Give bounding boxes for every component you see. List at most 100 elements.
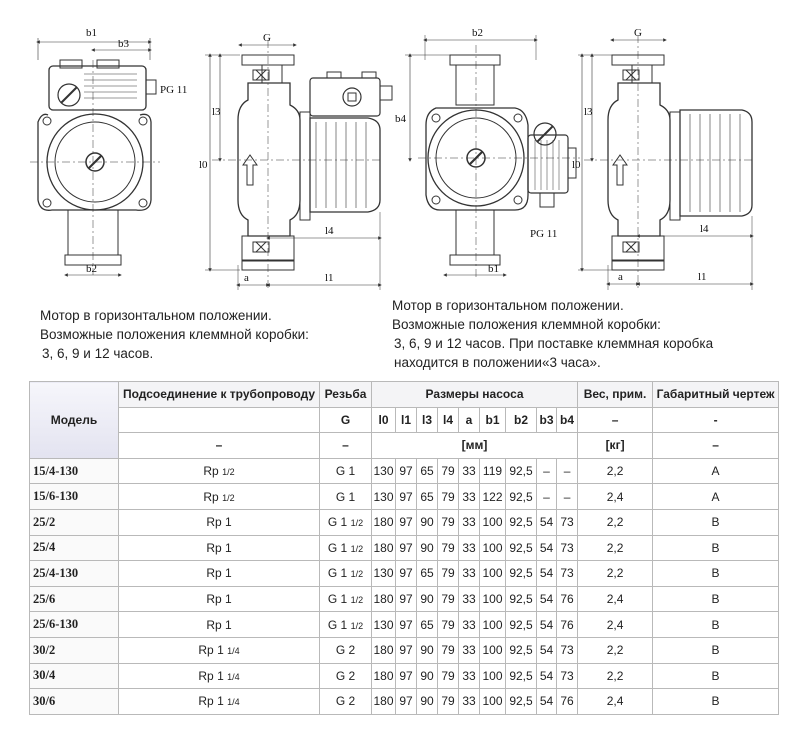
cell-dim-l0: 130 — [371, 483, 396, 510]
dim-label-a-a: a — [244, 272, 249, 284]
cell-thread: G 1 1/2 — [319, 585, 372, 613]
caption-b-line-1: Мотор в горизонтальном положении. — [392, 298, 624, 313]
cell-dim-b3: – — [536, 457, 557, 485]
header-dimensions: Размеры насоса — [370, 381, 579, 408]
cell-dim-b3: 54 — [536, 508, 557, 536]
cell-weight: 2,2 — [577, 508, 654, 536]
cell-dim-l3: 90 — [416, 662, 438, 690]
cell-model: 15/4-130 — [29, 457, 119, 485]
cell-dim-a: 33 — [458, 585, 480, 613]
cell-dim-b3: 54 — [536, 662, 557, 690]
cell-weight: 2,2 — [577, 457, 654, 485]
cell-dim-b3: 54 — [536, 560, 557, 587]
cell-dim-l1: 97 — [395, 611, 417, 638]
cell-dim-l1: 97 — [395, 636, 417, 664]
cell-dim-b2: 92,5 — [505, 611, 537, 638]
cell-weight: 2,2 — [577, 636, 654, 664]
cell-dim-b2: 92,5 — [505, 560, 537, 587]
subheader-b2: b2 — [505, 406, 537, 434]
drawing-a-front — [30, 38, 160, 277]
cell-dim-a: 33 — [458, 508, 480, 536]
subheader-b1: b1 — [479, 406, 506, 434]
cell-dim-l4: 79 — [437, 636, 459, 664]
caption-a-line-3: 3, 6, 9 и 12 часов. — [42, 346, 154, 361]
dim-label-l1-b: l1 — [698, 271, 707, 283]
cell-dim-b3: 54 — [536, 585, 557, 613]
cell-dim-l1: 97 — [395, 457, 417, 485]
dim-label-l4-b: l4 — [700, 223, 709, 235]
dim-label-g-b: G — [634, 27, 642, 39]
cell-connection: Rp 1 — [118, 508, 320, 536]
cell-dim-l4: 79 — [437, 534, 459, 562]
caption-b-line-4: находится в положении«3 часа». — [394, 355, 601, 370]
subheader-b4: b4 — [555, 406, 579, 434]
cell-dim-b4: 73 — [555, 534, 579, 562]
cell-thread: G 1 1/2 — [319, 508, 372, 536]
drawing-a-side — [205, 40, 393, 290]
caption-a-line-1: Мотор в горизонтальном положении. — [40, 308, 272, 323]
cell-dim-l4: 79 — [437, 611, 459, 638]
dim-label-a-b: a — [618, 271, 623, 283]
cell-dim-b3: 54 — [536, 611, 557, 638]
cell-dim-b1: 122 — [479, 483, 506, 510]
cell-dim-l3: 65 — [416, 483, 438, 510]
unit-dimensions: [мм] — [370, 432, 579, 459]
cell-dim-l1: 97 — [395, 534, 417, 562]
pump-drawings: b1 b3 PG 11 G l3 l0 l4 a l1 b2 b2 b4 PG … — [30, 27, 754, 290]
cell-connection: Rp 1 — [118, 534, 320, 562]
header-model: Модель — [29, 381, 119, 459]
cell-thread: G 2 — [319, 636, 372, 664]
cell-dim-l0: 180 — [371, 662, 396, 690]
header-connection: Подсоединение к трубопроводу — [118, 381, 320, 408]
cell-drawing: B — [652, 508, 780, 536]
cell-connection: Rp 1 — [118, 611, 320, 638]
cell-dim-a: 33 — [458, 636, 480, 664]
cell-thread: G 1 1/2 — [319, 560, 372, 587]
cell-dim-a: 33 — [458, 457, 480, 485]
cell-dim-l1: 97 — [395, 688, 417, 715]
dim-label-l3-a: l3 — [212, 106, 221, 118]
drawing-b-side — [578, 35, 754, 290]
cell-dim-b2: 92,5 — [505, 585, 537, 613]
table-subheader-row: G l0 l1 l3 l4 a b1 b2 b3 b4 – - — [30, 406, 780, 434]
cell-dim-l0: 180 — [371, 534, 396, 562]
cell-model: 30/4 — [29, 662, 119, 690]
cell-model: 25/6 — [29, 585, 119, 613]
cell-drawing: B — [652, 611, 780, 638]
cell-dim-a: 33 — [458, 688, 480, 715]
cell-connection: Rp 1 1/4 — [118, 688, 320, 715]
unit-connection: – — [118, 432, 320, 459]
cell-dim-l1: 97 — [395, 508, 417, 536]
cell-model: 25/2 — [29, 508, 119, 536]
cell-model: 25/4 — [29, 534, 119, 562]
cell-dim-b4: – — [555, 483, 579, 510]
cell-dim-l0: 130 — [371, 457, 396, 485]
cell-dim-l0: 180 — [371, 636, 396, 664]
cell-dim-l4: 79 — [437, 560, 459, 587]
cell-thread: G 2 — [319, 662, 372, 690]
caption-b-line-2: Возможные положения клеммной коробки: — [392, 317, 661, 332]
subheader-l3: l3 — [416, 406, 438, 434]
cell-dim-l1: 97 — [395, 585, 417, 613]
cell-dim-l1: 97 — [395, 560, 417, 587]
cell-weight: 2,4 — [577, 611, 654, 638]
cell-dim-l1: 97 — [395, 483, 417, 510]
table-header-row: Модель Подсоединение к трубопроводу Резь… — [29, 381, 780, 459]
cell-dim-l4: 79 — [437, 585, 459, 613]
drawing-b-front — [405, 35, 580, 280]
cell-dim-l0: 180 — [371, 585, 396, 613]
cell-dim-l0: 130 — [371, 611, 396, 638]
cell-dim-l0: 130 — [371, 560, 396, 587]
unit-weight: [кг] — [577, 432, 654, 459]
cell-dim-b2: 92,5 — [505, 534, 537, 562]
cell-thread: G 2 — [319, 688, 372, 715]
cell-drawing: A — [652, 483, 780, 510]
cell-dim-l3: 90 — [416, 636, 438, 664]
cell-drawing: B — [652, 636, 780, 664]
cell-drawing: B — [652, 560, 780, 587]
